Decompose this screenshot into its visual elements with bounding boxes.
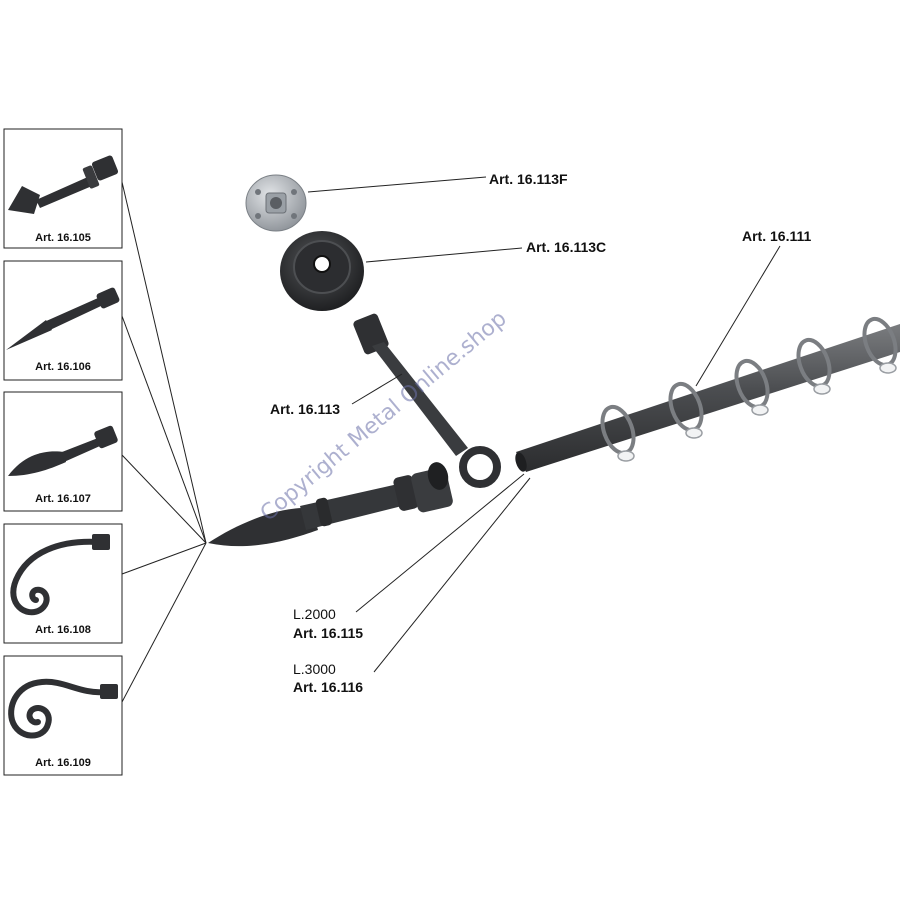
ring-eyelet <box>813 383 831 395</box>
ring-eyelet <box>751 404 769 416</box>
finial-leader-lines <box>121 181 207 703</box>
spear-finial-icon <box>6 287 120 350</box>
leader-rod-3000 <box>373 477 531 673</box>
finial-box-16-106[interactable]: Art. 16.106 <box>3 260 123 381</box>
curtain-rings <box>600 316 898 462</box>
finial-label: Art. 16.105 <box>35 232 91 244</box>
rod-length-3000: L.3000 <box>293 661 336 677</box>
finial-label: Art. 16.109 <box>35 757 91 769</box>
part-label-113f: Art. 16.113F <box>489 171 568 187</box>
part-label-113c: Art. 16.113C <box>526 239 606 255</box>
diamond-finial-icon <box>8 155 119 214</box>
scroll-finial-icon <box>10 534 110 616</box>
wall-bracket <box>353 313 501 488</box>
rod-length-2000: L.2000 <box>293 606 336 622</box>
leader-rod-2000 <box>355 473 525 613</box>
leader-111 <box>695 245 781 387</box>
curtain-rod <box>515 324 900 472</box>
leader-113c <box>365 247 523 263</box>
fixing-plate <box>245 174 307 232</box>
curl-finial-icon <box>8 678 118 739</box>
finial-box-16-105[interactable]: Art. 16.105 <box>3 128 123 249</box>
finial-box-16-107[interactable]: Art. 16.107 <box>3 391 123 512</box>
finial-label: Art. 16.107 <box>35 493 91 505</box>
ring-eyelet <box>617 450 635 462</box>
finial-label: Art. 16.106 <box>35 361 91 373</box>
leader-113 <box>351 373 403 405</box>
leader-113f <box>307 176 487 193</box>
leaf-finial-icon <box>8 425 118 476</box>
cover-rosette <box>280 231 364 311</box>
main-leaf-finial <box>208 462 453 547</box>
finial-label: Art. 16.108 <box>35 624 91 636</box>
finial-box-16-109[interactable]: Art. 16.109 <box>3 655 123 776</box>
finial-box-16-108[interactable]: Art. 16.108 <box>3 523 123 644</box>
rod-label-116: Art. 16.116 <box>293 679 363 695</box>
part-label-111: Art. 16.111 <box>742 228 811 244</box>
ring-eyelet <box>685 427 703 439</box>
ring-eyelet <box>879 362 897 374</box>
rod-label-115: Art. 16.115 <box>293 625 363 641</box>
part-label-113: Art. 16.113 <box>270 401 340 417</box>
